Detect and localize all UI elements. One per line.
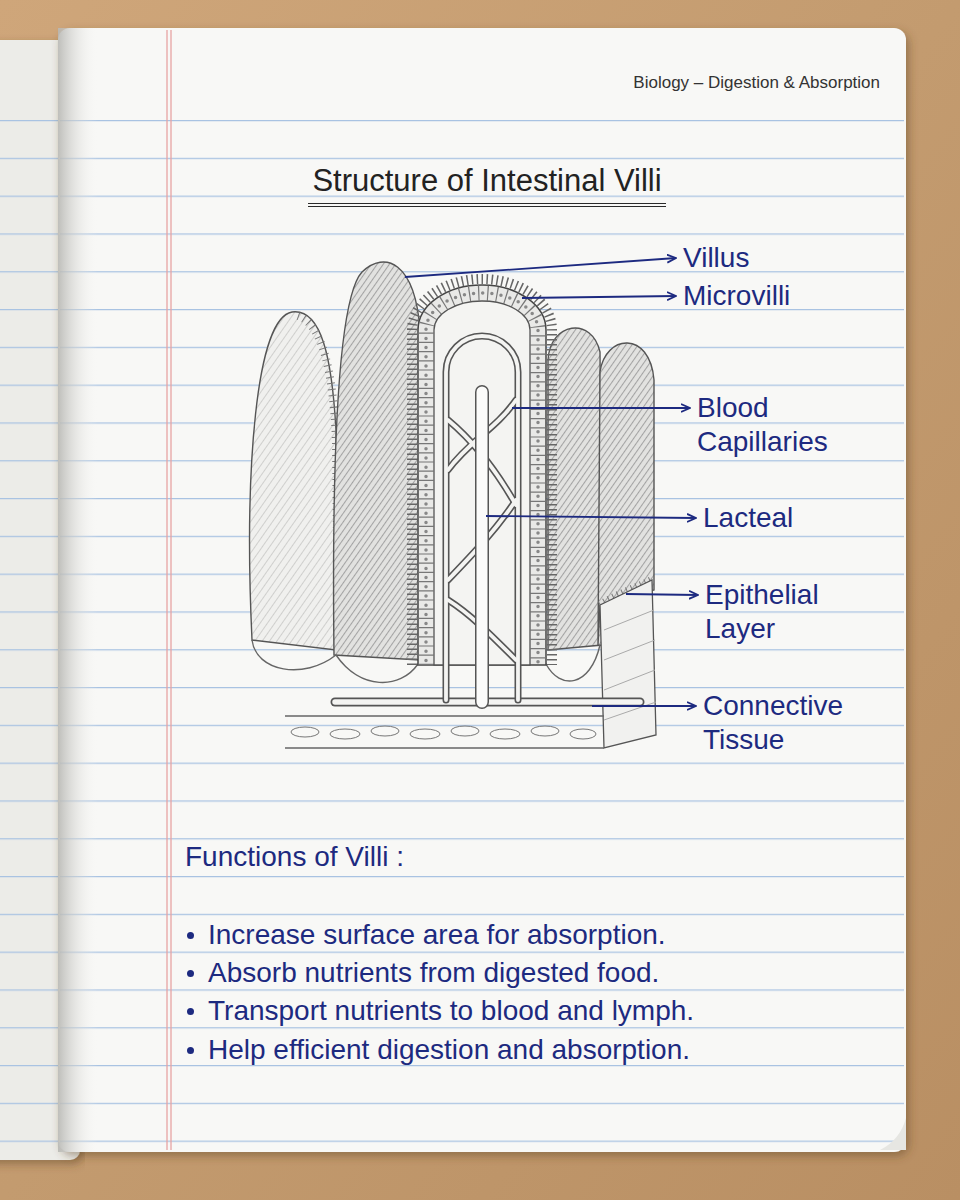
- function-bullet-slot: Help efficient digestion and absorption.: [184, 1033, 690, 1067]
- leader-line: [405, 258, 676, 277]
- part-label: Lacteal: [703, 501, 893, 535]
- base-tissue-part-part: [531, 726, 559, 736]
- page-title: Structure of Intestinal Villi: [308, 162, 665, 207]
- margin-line: [166, 30, 167, 1150]
- base-tissue-part-part: [490, 729, 520, 739]
- function-bullet: Increase surface area for absorption.: [184, 918, 666, 952]
- part-label-slot: Villus: [683, 241, 883, 275]
- part-label: Microvilli: [683, 279, 883, 313]
- function-bullet: Absorb nutrients from digested food.: [184, 956, 659, 990]
- part-label-slot: Connective Tissue: [703, 689, 878, 757]
- base-tissue-part: [285, 747, 604, 748]
- base-tissue-part-part: [330, 729, 360, 739]
- part-label: Connective Tissue: [703, 689, 878, 757]
- part-label: Blood Capillaries: [697, 391, 867, 459]
- functions-heading: Functions of Villi :: [185, 840, 404, 874]
- leader-line: [512, 407, 690, 409]
- leader-line: [522, 296, 676, 298]
- page-curl: [880, 1118, 906, 1150]
- background-villi-part: [548, 328, 602, 650]
- part-label-slot: Epithelial Layer: [705, 578, 855, 646]
- leader-line: [626, 594, 698, 595]
- part-label-slot: Microvilli: [683, 279, 883, 313]
- function-bullet: Transport nutrients to blood and lymph.: [184, 994, 694, 1028]
- background-villi-part: [334, 262, 420, 660]
- base-tissue-part-part: [410, 729, 440, 739]
- background-villi-part: [250, 312, 336, 650]
- functions-heading-slot: Functions of Villi :: [185, 840, 404, 874]
- lacteal-part: [475, 392, 489, 702]
- leader-lines: [405, 258, 698, 706]
- function-bullet-slot: Absorb nutrients from digested food.: [184, 956, 659, 990]
- base-tissue-part-part: [371, 726, 399, 736]
- page-spine-shadow: [58, 28, 98, 1152]
- function-bullet: Help efficient digestion and absorption.: [184, 1033, 690, 1067]
- base-tissue-part: [600, 580, 656, 748]
- page-header-slot: Biology – Digestion & Absorption: [633, 72, 880, 94]
- lacteal-part: [477, 392, 488, 702]
- lacteal: [482, 392, 483, 702]
- base-tissue-part-part: [570, 729, 596, 739]
- part-label-slot: Lacteal: [703, 501, 893, 535]
- function-bullet-slot: Transport nutrients to blood and lymph.: [184, 994, 694, 1028]
- leader-line: [592, 705, 696, 707]
- function-bullet-slot: Increase surface area for absorption.: [184, 918, 666, 952]
- base-tissue-part: [291, 726, 596, 739]
- leader-line: [486, 516, 696, 518]
- page-rules: [60, 104, 904, 1144]
- margin-line: [170, 30, 171, 1150]
- part-label-slot: Blood Capillaries: [697, 391, 867, 459]
- right-page: [58, 28, 906, 1152]
- background-villi-part: [298, 316, 338, 640]
- base-tissue-part-part: [291, 727, 319, 737]
- part-label: Villus: [683, 241, 883, 275]
- base-tissue-part-part: [451, 726, 479, 736]
- page-header: Biology – Digestion & Absorption: [633, 72, 880, 94]
- base-tissue-part: [285, 715, 604, 716]
- part-label: Epithelial Layer: [705, 578, 855, 646]
- title-slot: Structure of Intestinal Villi: [0, 162, 960, 207]
